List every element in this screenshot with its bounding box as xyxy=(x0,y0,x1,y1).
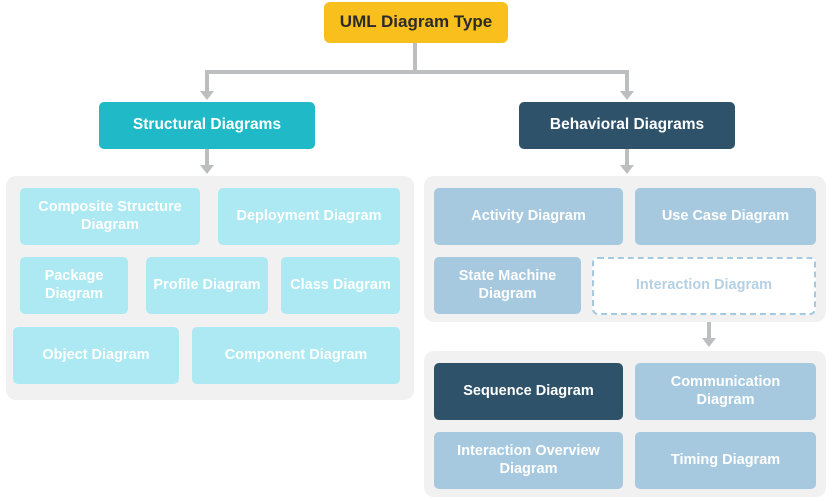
branch-behavioral-diagrams[interactable]: Behavioral Diagrams xyxy=(519,102,735,149)
leaf-interaction-diagram[interactable]: Interaction Diagram xyxy=(592,257,816,315)
connector-right-drop xyxy=(625,70,629,92)
leaf-object-diagram[interactable]: Object Diagram xyxy=(13,327,179,384)
arrowhead-structural xyxy=(200,91,214,100)
branch-structural-diagrams[interactable]: Structural Diagrams xyxy=(99,102,315,149)
leaf-communication-diagram[interactable]: Communication Diagram xyxy=(635,363,816,420)
leaf-package-diagram[interactable]: Package Diagram xyxy=(20,257,128,314)
root-node-uml-diagram-type[interactable]: UML Diagram Type xyxy=(324,2,508,43)
arrowhead-behavioral-panel xyxy=(620,165,634,174)
connector-interaction-to-panel xyxy=(707,315,711,341)
arrowhead-behavioral xyxy=(620,91,634,100)
leaf-use-case-diagram[interactable]: Use Case Diagram xyxy=(635,188,816,245)
leaf-interaction-overview-diagram[interactable]: Interaction Overview Diagram xyxy=(434,432,623,489)
connector-root-stem xyxy=(413,42,417,73)
connector-structural-to-panel xyxy=(205,149,209,166)
leaf-deployment-diagram[interactable]: Deployment Diagram xyxy=(218,188,400,245)
arrowhead-structural-panel xyxy=(200,165,214,174)
connector-left-drop xyxy=(205,70,209,92)
leaf-sequence-diagram[interactable]: Sequence Diagram xyxy=(434,363,623,420)
leaf-activity-diagram[interactable]: Activity Diagram xyxy=(434,188,623,245)
connector-behavioral-to-panel xyxy=(625,149,629,166)
leaf-state-machine-diagram[interactable]: State Machine Diagram xyxy=(434,257,581,314)
leaf-component-diagram[interactable]: Component Diagram xyxy=(192,327,400,384)
arrowhead-interaction-panel xyxy=(702,338,716,347)
connector-root-horizontal xyxy=(205,70,629,74)
leaf-composite-structure-diagram[interactable]: Composite Structure Diagram xyxy=(20,188,200,245)
leaf-timing-diagram[interactable]: Timing Diagram xyxy=(635,432,816,489)
leaf-profile-diagram[interactable]: Profile Diagram xyxy=(146,257,268,314)
leaf-class-diagram[interactable]: Class Diagram xyxy=(281,257,400,314)
